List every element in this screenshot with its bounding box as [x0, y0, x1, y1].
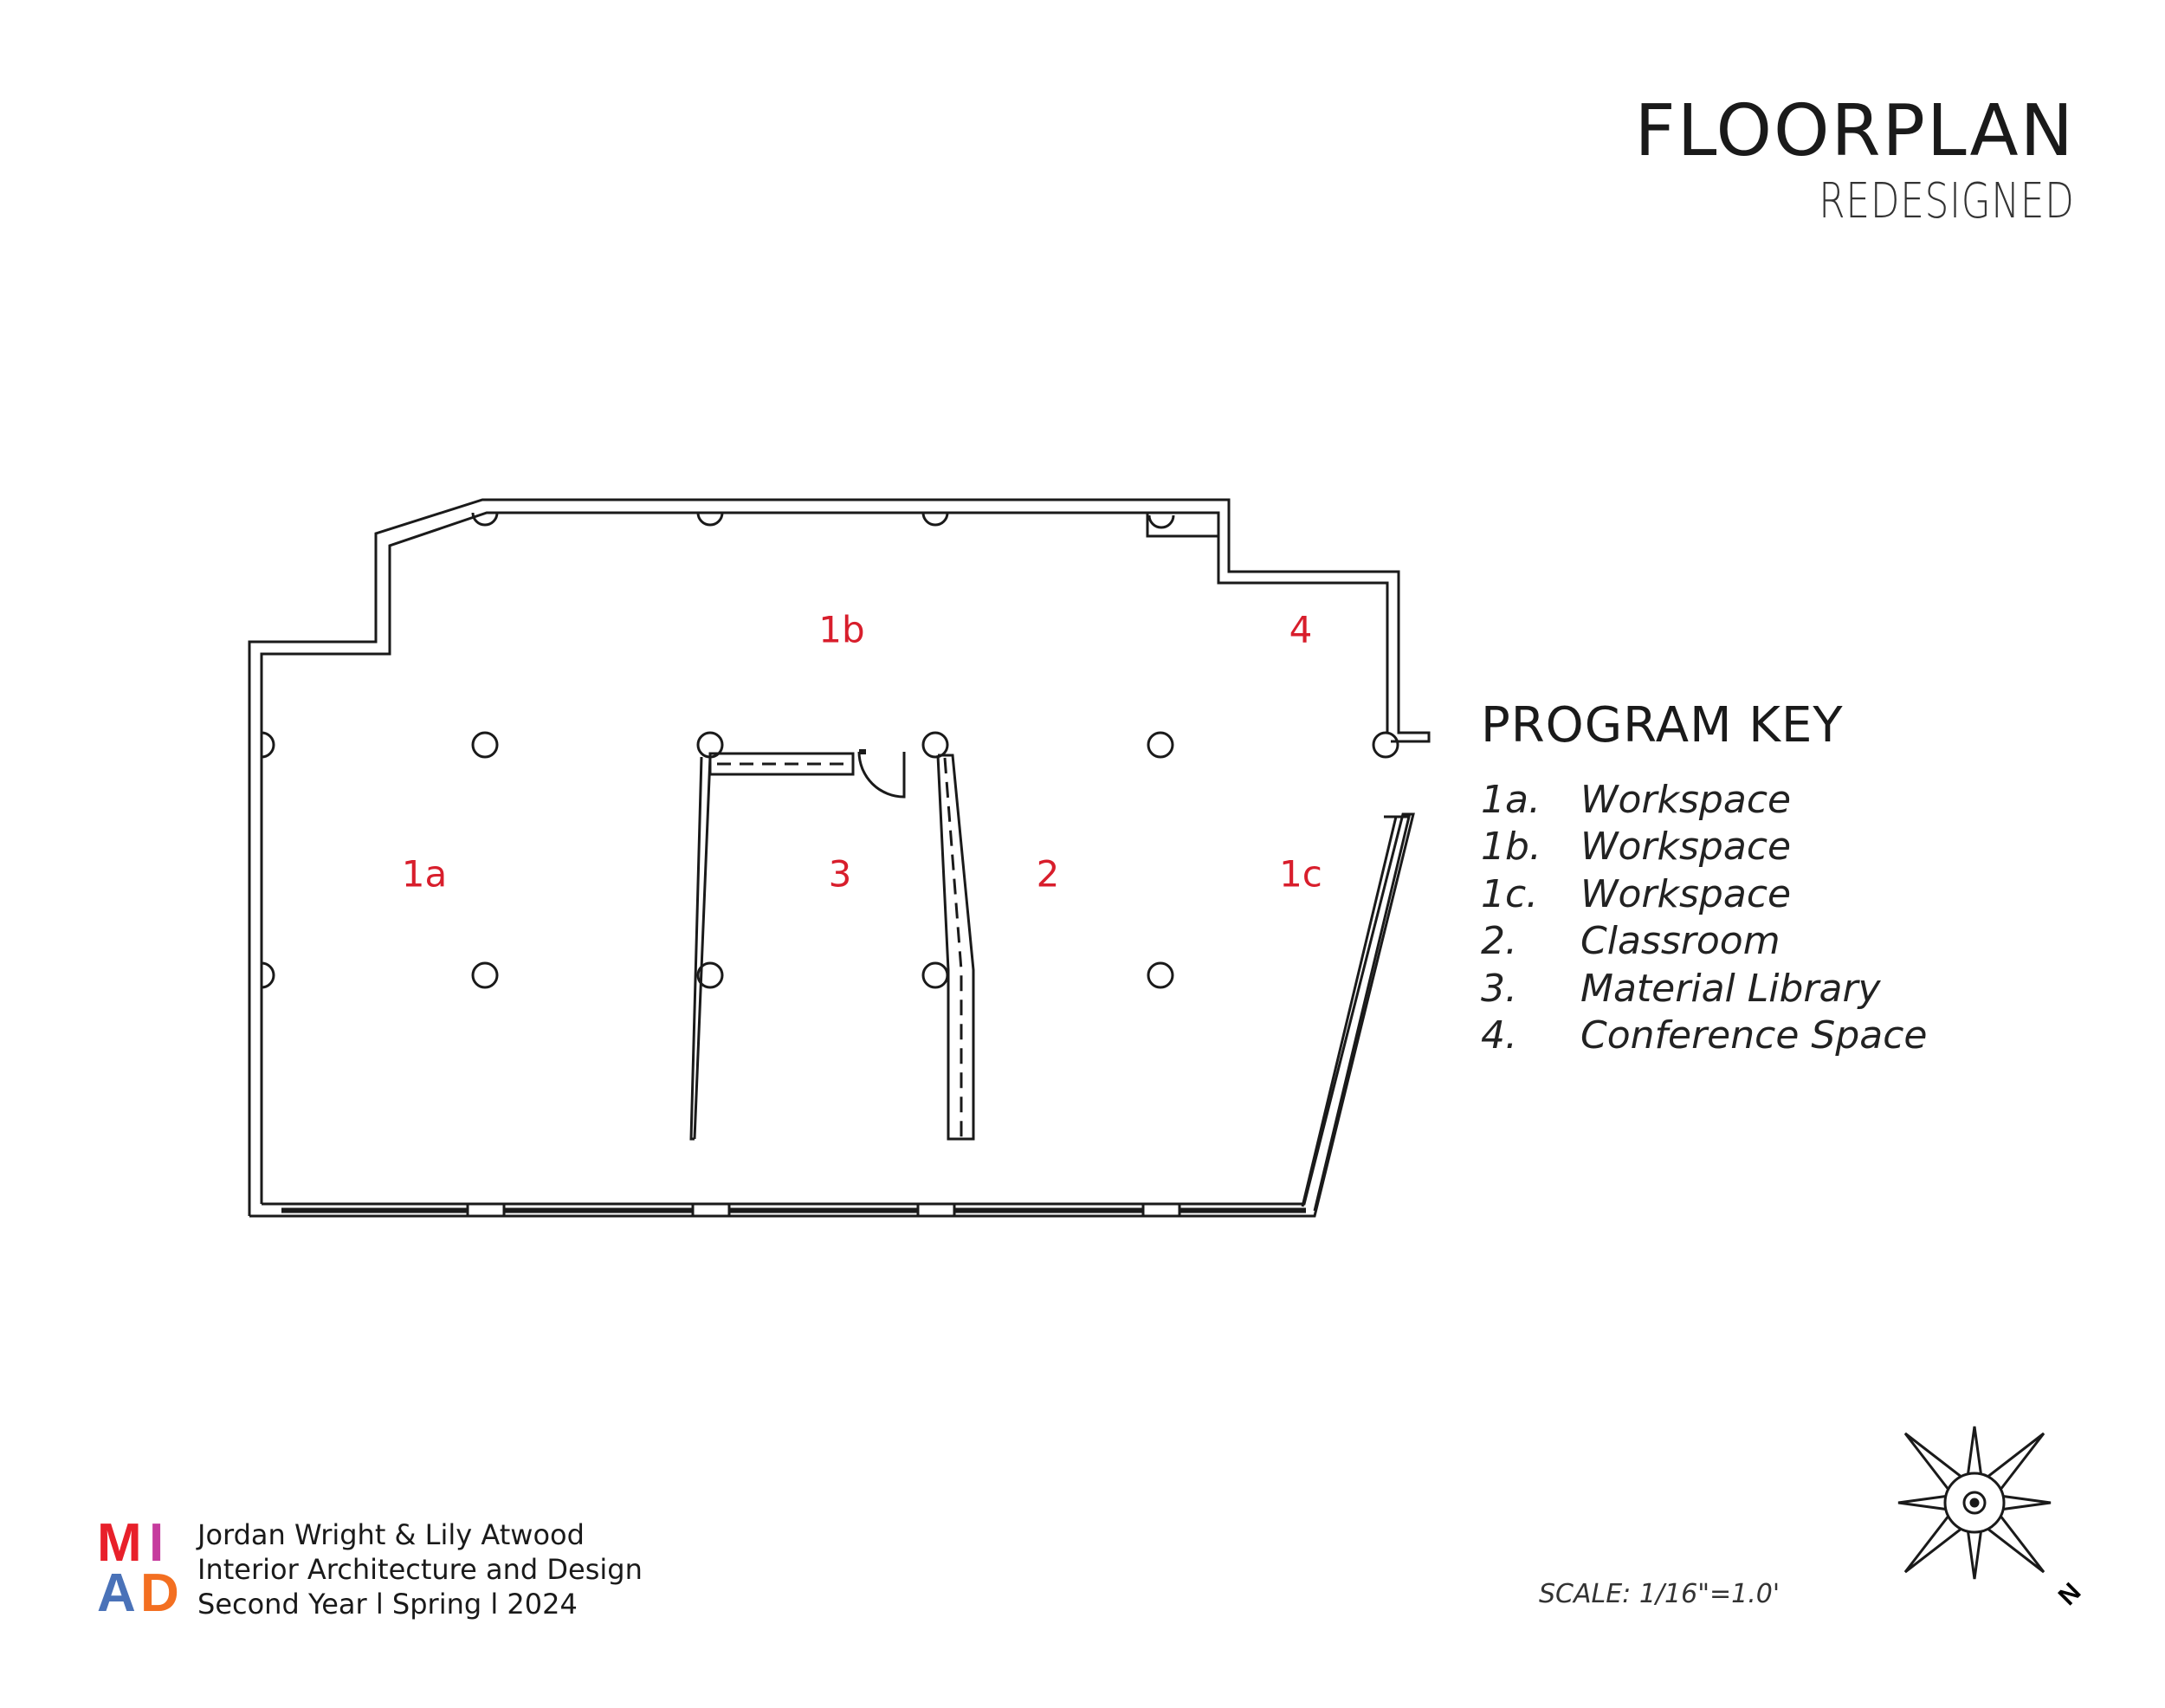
- program-key-item: 2. Classroom: [1481, 918, 1927, 966]
- exterior-wall-inner: [260, 511, 1389, 1204]
- column: [471, 731, 499, 759]
- room-label-2: 3: [828, 852, 852, 896]
- key-label: Workspace: [1580, 777, 1792, 822]
- key-label: Conference Space: [1580, 1013, 1928, 1058]
- program-key-item: 1b. Workspace: [1481, 824, 1927, 871]
- corner-box: [1146, 511, 1220, 538]
- key-number: 4.: [1481, 1013, 1517, 1058]
- room-label-1b: 1b: [818, 608, 865, 651]
- program-key-item: 3. Material Library: [1481, 965, 1927, 1013]
- program-key-item: 1a. Workspace: [1481, 776, 1927, 824]
- credits-term: Second Year l Spring l 2024: [197, 1588, 578, 1621]
- bottom-wall: [249, 812, 1415, 1218]
- program-key-title: PROGRAM KEY: [1481, 697, 1844, 754]
- key-number: 3.: [1481, 966, 1517, 1011]
- exterior-wall-outer: [248, 498, 1431, 1216]
- key-number: 2.: [1481, 919, 1517, 964]
- column: [921, 961, 949, 989]
- miad-logo: M I A D: [97, 1517, 179, 1614]
- angled-glazing: [1301, 815, 1411, 1212]
- logo-letter-i: I: [149, 1517, 164, 1573]
- credits-authors: Jordan Wright & Lily Atwood: [197, 1518, 585, 1551]
- key-number: 1b.: [1481, 825, 1541, 870]
- column: [1372, 731, 1399, 759]
- logo-letter-d: D: [140, 1563, 179, 1614]
- partition-wall-library: [936, 754, 975, 1141]
- key-number: 1a.: [1481, 777, 1541, 822]
- column: [471, 961, 499, 989]
- program-key-list: 1a. Workspace 1b. Workspace 1c. Workspace 2…: [1481, 776, 1927, 1059]
- key-number: 1c.: [1481, 871, 1539, 916]
- room-label-3: 2: [1036, 852, 1060, 896]
- program-key-item: 4. Conference Space: [1481, 1013, 1927, 1060]
- key-label: Material Library: [1580, 966, 1881, 1011]
- column: [696, 961, 724, 989]
- key-label: Classroom: [1580, 919, 1780, 964]
- scale-note: SCALE: 1/16"=1.0': [1539, 1579, 1780, 1609]
- compass-rose: [1897, 1426, 2052, 1580]
- credits-block: Jordan Wright & Lily Atwood Interior Arc…: [197, 1517, 643, 1621]
- room-label-1c: 1c: [1279, 852, 1322, 896]
- compass-north-label: N: [2053, 1577, 2087, 1611]
- classroom-north-wall: [708, 752, 855, 776]
- key-label: Workspace: [1580, 871, 1792, 916]
- program-key-item: 1c. Workspace: [1481, 870, 1927, 918]
- room-label-4: 4: [1289, 608, 1313, 651]
- key-label: Workspace: [1580, 825, 1792, 870]
- page-subtitle: REDESIGNED: [1819, 173, 2075, 230]
- door-swing: [857, 751, 906, 799]
- room-label-1a: 1a: [401, 852, 448, 896]
- column: [1147, 961, 1174, 989]
- credits-program: Interior Architecture and Design: [197, 1553, 643, 1586]
- partition-wall-classroom: [689, 756, 712, 1141]
- column: [921, 731, 949, 759]
- logo-letter-m: M: [97, 1517, 142, 1573]
- logo-letter-a: A: [97, 1563, 136, 1614]
- column: [1147, 731, 1174, 759]
- page-title: FLOORPLAN: [1634, 90, 2075, 172]
